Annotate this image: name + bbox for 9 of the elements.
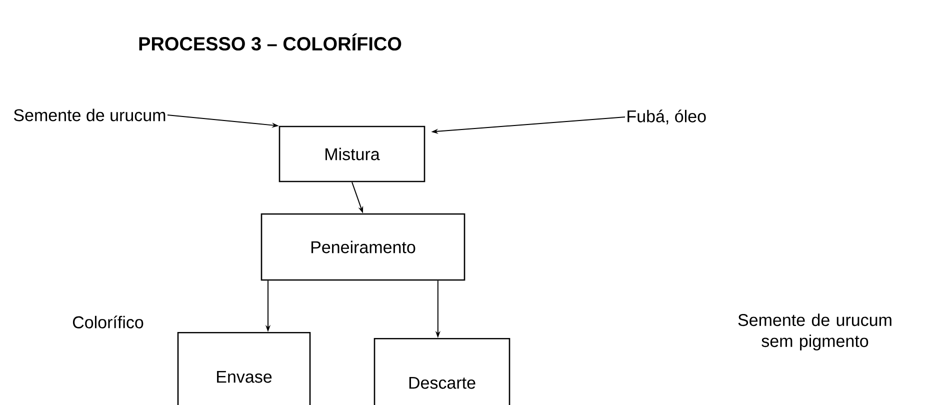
process-box: Descarte — [374, 338, 510, 405]
input-label: Fubá, óleo — [628, 110, 706, 124]
input-label: Semente de urucum — [14, 108, 166, 122]
process-box: Mistura — [278, 126, 426, 182]
process-box: Peneiramento — [260, 213, 466, 281]
output-label: Colorífico — [72, 316, 144, 328]
title: PROCESSO 3 – COLORÍFICO — [139, 33, 402, 51]
process-box: Envase — [177, 332, 311, 405]
output-label: Semente de urucum sem pigmento — [738, 314, 892, 350]
